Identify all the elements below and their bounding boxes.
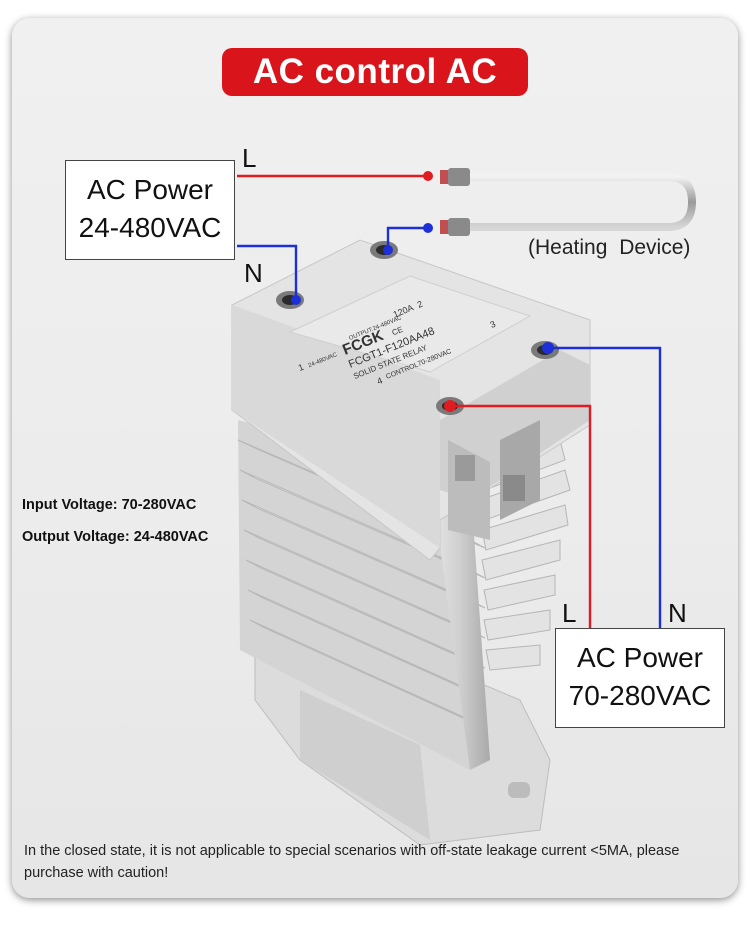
- output-voltage: Output Voltage: 24-480VAC: [22, 529, 209, 545]
- relay-ce-mark: CE: [391, 325, 405, 338]
- dot-blue-terminal-3: [542, 342, 554, 354]
- label-L-bottom: L: [562, 598, 577, 628]
- ac-power-box-bottom: AC Power 70-280VAC: [555, 628, 725, 728]
- label-N-bottom: N: [668, 598, 687, 628]
- ac-power-top-voltage: 24-480VAC: [78, 212, 222, 243]
- heating-device-label: (Heating Device): [528, 236, 691, 259]
- dot-red-heater: [423, 171, 433, 181]
- wiring: [237, 174, 662, 628]
- wire-bottom-L: [450, 404, 592, 628]
- relay-body: [231, 239, 591, 561]
- label-L-top: L: [242, 143, 257, 173]
- relay-terminal-1: 1: [297, 362, 305, 373]
- ac-power-bottom-label: AC Power: [576, 642, 704, 673]
- caution-note: In the closed state, it is not applicabl…: [24, 843, 680, 881]
- dot-blue-terminal-1: [291, 295, 301, 305]
- wire-relay-to-heater: [386, 226, 428, 250]
- input-voltage: Input Voltage: 70-280VAC: [22, 497, 197, 513]
- ac-power-box-top: AC Power 24-480VAC: [65, 160, 235, 260]
- wire-top-N: [237, 244, 298, 300]
- page-title: AC control AC: [222, 48, 528, 96]
- relay-terminal-4: 4: [376, 375, 384, 386]
- dot-red-terminal-4: [444, 400, 456, 412]
- dot-blue-heater: [423, 223, 433, 233]
- heating-element: [440, 168, 697, 236]
- wire-bottom-N: [548, 346, 662, 628]
- label-N-top: N: [244, 258, 263, 288]
- relay-terminal-3: 3: [489, 319, 497, 330]
- relay-terminal-2: 2: [416, 299, 424, 310]
- ac-power-top-label: AC Power: [86, 174, 214, 205]
- dot-blue-terminal-2: [383, 245, 393, 255]
- ac-power-bottom-voltage: 70-280VAC: [568, 680, 712, 711]
